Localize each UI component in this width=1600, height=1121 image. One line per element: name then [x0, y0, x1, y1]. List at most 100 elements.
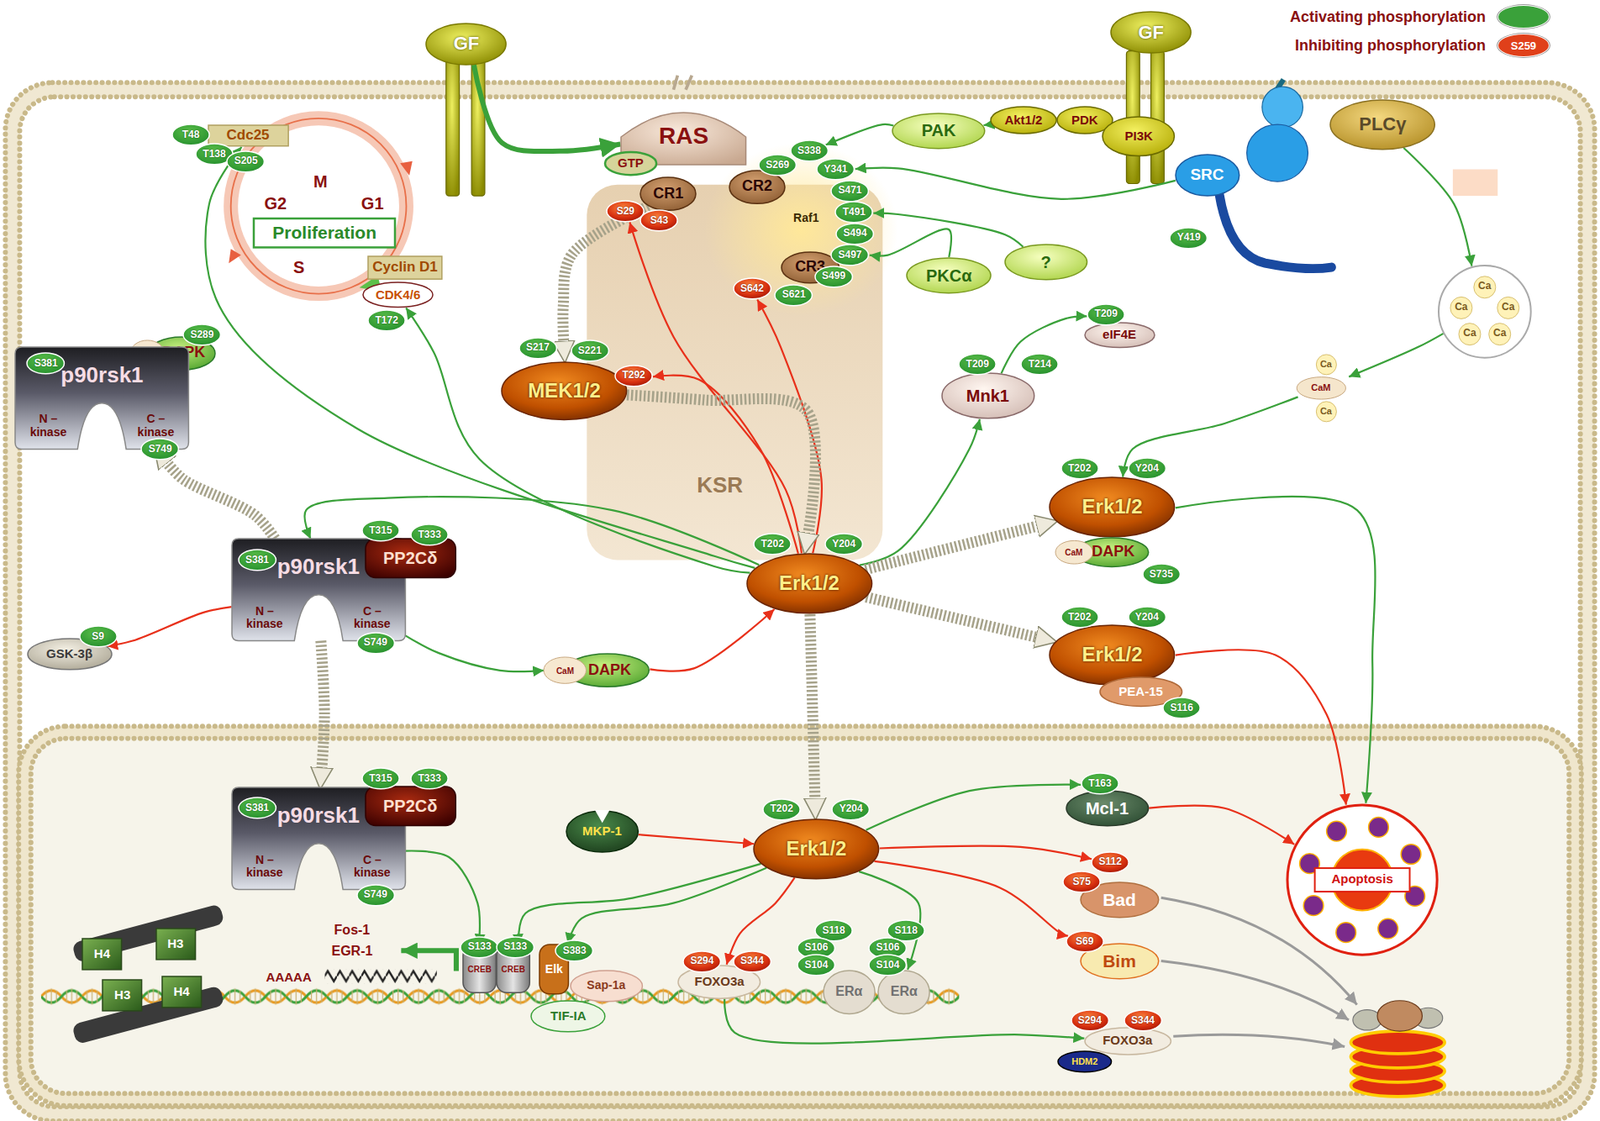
translocation-arrow: [563, 206, 649, 342]
node-text: Mnk1: [966, 386, 1010, 406]
activating-site-badge: S749: [140, 437, 179, 461]
node-text: S106: [875, 942, 900, 953]
free-label: M: [313, 172, 328, 192]
activating-site-badge-outline: [1061, 457, 1099, 479]
node-text: S133: [503, 941, 527, 953]
node-text: TIF-IA: [550, 1009, 587, 1024]
activation-arrow: [866, 784, 1081, 831]
apoptosis-circle-outline: [1368, 816, 1390, 837]
node-text: S381: [245, 802, 269, 814]
node-text: FOXO3a: [1102, 1033, 1153, 1048]
calcium-store-shape: [1437, 264, 1532, 359]
inhibition-arrow: [649, 609, 774, 672]
inhibiting-site-badge-outline: [1124, 1010, 1162, 1032]
transcription-factor-outline: [1084, 1027, 1171, 1055]
node-text: CR2: [742, 178, 773, 195]
ubiquitin-ligase-outline: [1057, 1051, 1112, 1073]
apoptosis-circle-outline: [1315, 868, 1411, 892]
growth-factor: GF: [425, 22, 507, 66]
kinase-ellipse-outline: [1049, 625, 1175, 685]
node-text: PP2Cδ: [383, 796, 437, 816]
inhibiting-site-badge: S294: [682, 950, 722, 974]
activating-site-badge: S133: [495, 936, 535, 959]
inhibiting-site-badge: S29: [605, 200, 645, 223]
activating-site-badge-outline: [410, 524, 448, 546]
node-text: DAPK: [1091, 543, 1135, 561]
inhibiting-site-badge-outline: [733, 278, 771, 300]
translocation-arrow: [626, 394, 816, 533]
activating-site-badge-outline: [362, 768, 400, 790]
node-text: T202: [1068, 463, 1091, 474]
node-text: T209: [966, 358, 990, 370]
receptor-protein: ERα: [822, 969, 876, 1015]
activating-site-badge: S735: [1142, 563, 1181, 586]
node-text: T315: [368, 773, 392, 785]
legend-row: Inhibiting phosphorylation: [0, 33, 1600, 59]
node-text: S118: [894, 925, 918, 937]
node-text: S104: [804, 959, 828, 971]
src-kinase: SRC: [1174, 153, 1241, 197]
phosphatase-box-outline: [365, 538, 456, 579]
kinase-ellipse-outline: [747, 553, 873, 614]
activating-site-badge-outline: [410, 768, 448, 790]
node-text: T209: [1094, 308, 1118, 320]
node-text: Ca: [1320, 358, 1332, 369]
node-text: T48: [182, 129, 200, 141]
free-label: Fos-1: [334, 922, 371, 938]
inhibition-arrow: [757, 299, 822, 553]
activating-site-badge: S499: [814, 265, 853, 289]
translocation-arrow: [167, 463, 275, 539]
phosphatase-box-outline: [365, 786, 456, 827]
node-text: N – kinase: [237, 853, 292, 880]
node-text: S381: [245, 554, 269, 566]
apoptosis-circle-outline: [1331, 848, 1394, 911]
calmodulin-complex-outline: [1315, 400, 1337, 422]
activating-site-badge: T202: [762, 798, 801, 822]
activating-site-badge: T209: [1086, 303, 1126, 327]
node-text: CaM: [1310, 382, 1331, 393]
node-text: H4: [173, 984, 190, 1000]
activation-arrow: [1122, 396, 1298, 477]
legend-text: Inhibiting phosphorylation: [1294, 36, 1486, 55]
upstream-kinase-outline: [892, 113, 985, 149]
node-text: S344: [1131, 1015, 1155, 1027]
kinase-ellipse-outline: [501, 362, 627, 420]
histone-box-outline: [162, 976, 202, 1008]
activating-site-badge-outline: [836, 223, 874, 245]
node-text: CaM: [1064, 547, 1083, 557]
protein-ellipse-outline: [942, 373, 1035, 419]
node-text: S116: [1169, 702, 1193, 714]
activating-site-badge: S383: [554, 939, 594, 963]
node-text: Y204: [1135, 463, 1159, 474]
src-kinase-outline: [1175, 154, 1240, 196]
apoptosis-circle-outline: [1400, 843, 1422, 864]
activating-site-badge-outline: [835, 201, 873, 223]
transcription-factor-outline: [531, 1000, 606, 1032]
node-text: CREB: [501, 964, 526, 974]
node-text: S621: [782, 289, 806, 300]
calcium-store-outline: [1489, 322, 1511, 345]
activation-arrow: [518, 863, 761, 946]
node-text: H4: [94, 947, 111, 962]
ubiquitin-ligase: HDM2: [1057, 1050, 1113, 1074]
node-text: HDM2: [1071, 1056, 1098, 1067]
inhibition-arrow: [873, 861, 1069, 937]
growth-factor: GF: [1110, 10, 1192, 54]
dapk-complex: CaMDAPK: [543, 652, 650, 688]
activating-site-badge-outline: [774, 284, 812, 306]
legend-row: Activating phosphorylation: [0, 5, 1600, 31]
node-text: PKCα: [926, 266, 973, 285]
inhibiting-site-badge: T292: [614, 364, 653, 388]
activating-site-badge: S338: [789, 139, 829, 163]
node-text: Erk1/2: [778, 572, 840, 595]
apoptosis-circle-outline: [1287, 805, 1437, 955]
activation-arrow: [1403, 147, 1472, 267]
inhibiting-site-badge-outline: [683, 951, 721, 973]
activating-site-badge: Y204: [1127, 457, 1167, 480]
activating-site-badge-outline: [758, 154, 796, 176]
inhibiting-site-badge-outline: [1066, 931, 1104, 953]
calcium-store-outline: [1438, 265, 1532, 358]
nuclear-membrane: [18, 726, 1582, 1106]
raf-domain-outline: [640, 177, 696, 211]
activating-site-badge-outline: [1081, 773, 1119, 795]
